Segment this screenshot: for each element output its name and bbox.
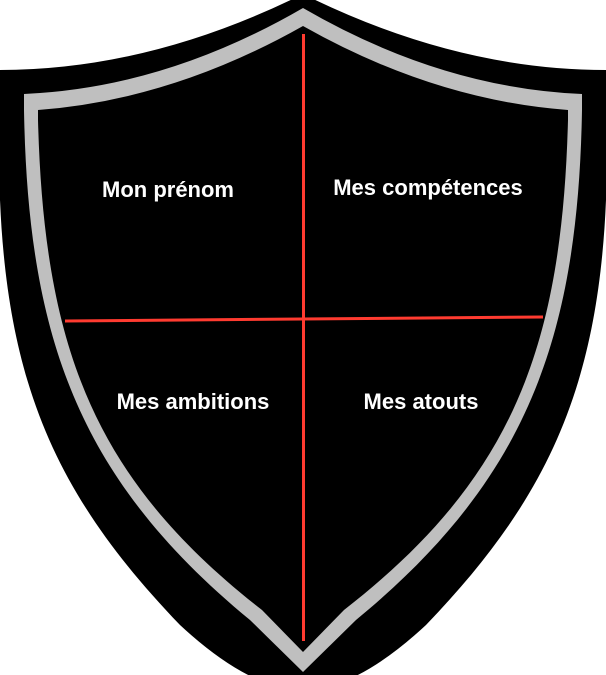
quadrant-label-top-left: Mon prénom — [102, 177, 234, 202]
horizontal-divider — [64, 315, 544, 323]
quadrant-label-top-right: Mes compétences — [333, 175, 523, 200]
quadrant-label-bottom-left: Mes ambitions — [116, 389, 270, 414]
quadrant-label-bottom-right: Mes atouts — [363, 389, 479, 414]
